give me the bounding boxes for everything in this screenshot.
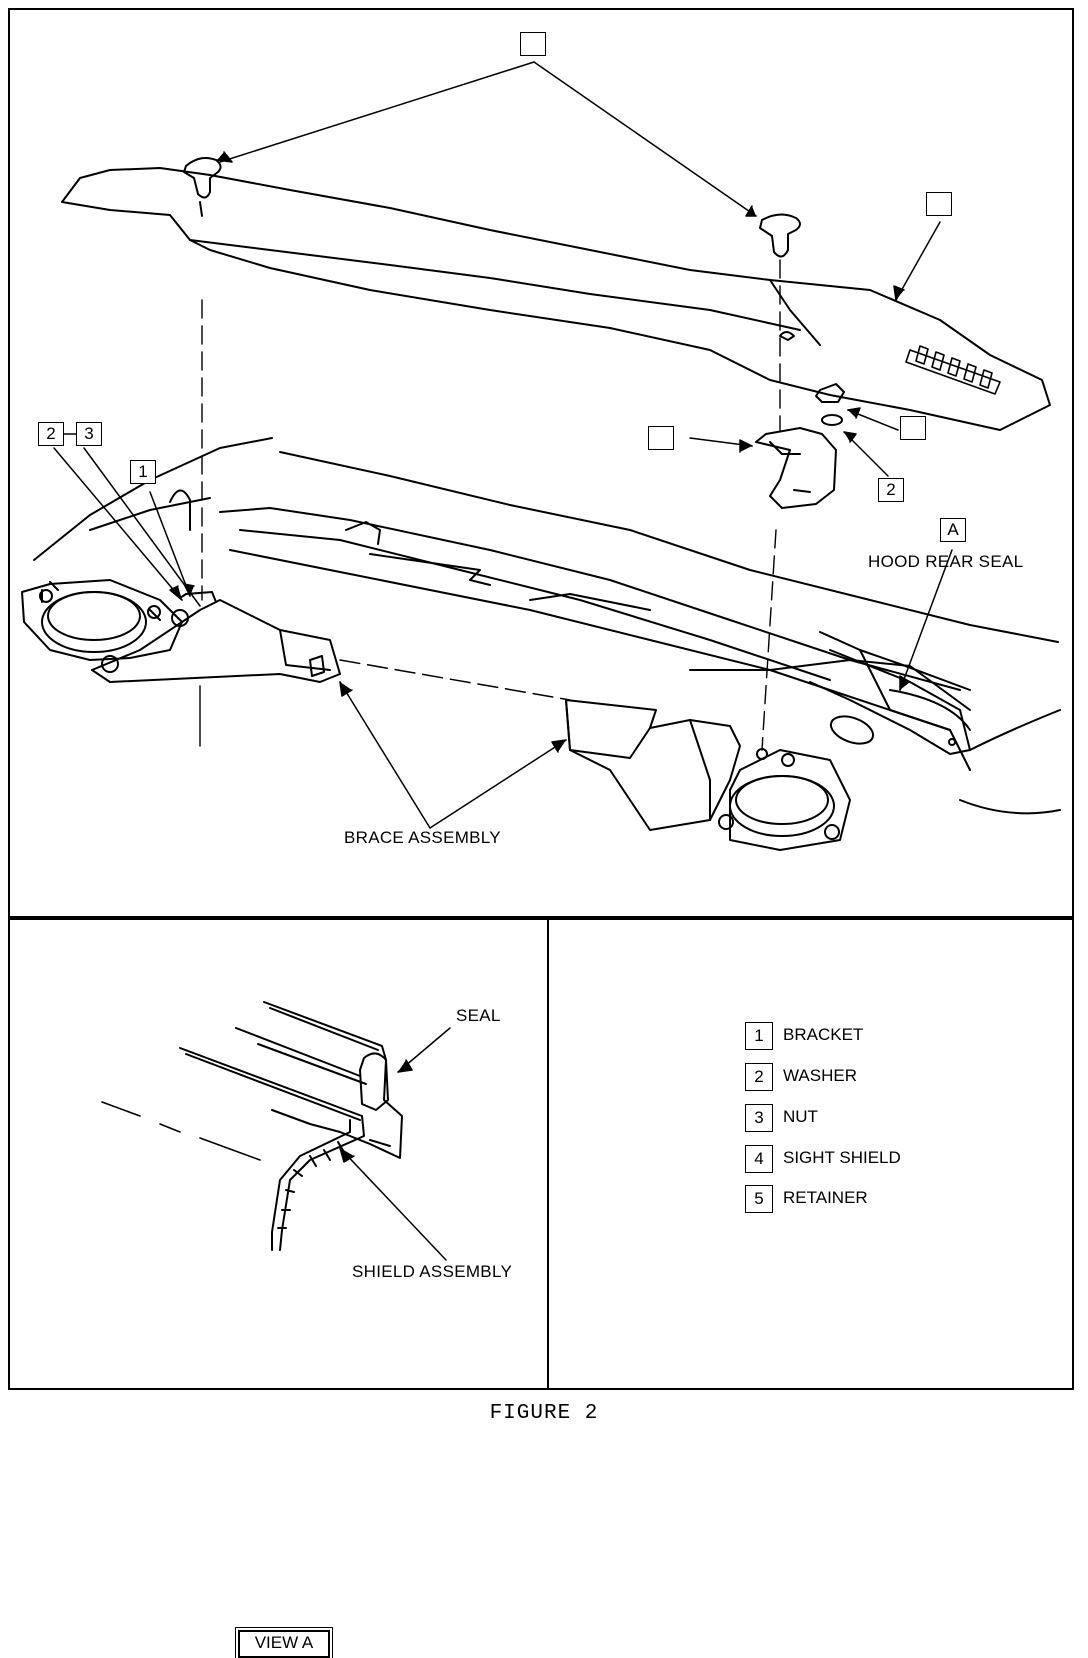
legend-name: SIGHT SHIELD xyxy=(783,1148,901,1167)
callout-nut-right xyxy=(900,416,926,440)
retainer-left xyxy=(183,157,222,217)
callout-sight-shield xyxy=(926,192,952,216)
cowl-panel xyxy=(33,437,1061,815)
callout-retainer xyxy=(520,32,546,56)
callout-washer-right: 2 xyxy=(878,478,904,502)
exploded-view-panel: 2 2 3 1 A HOOD REAR SEAL BRACE ASSEMBLY xyxy=(8,8,1074,918)
hood-rear-seal-label: HOOD REAR SEAL xyxy=(868,552,1024,571)
callout-washer-left: 2 xyxy=(38,422,64,446)
retainer-right xyxy=(759,213,801,341)
legend-name: WASHER xyxy=(783,1066,857,1085)
exploded-view-drawing xyxy=(21,61,1061,851)
brace-assembly-label: BRACE ASSEMBLY xyxy=(344,828,501,847)
legend-number: 5 xyxy=(745,1185,773,1213)
callout-bracket-left: 1 xyxy=(130,460,156,484)
shield-assembly-part xyxy=(271,1115,365,1251)
seal-part xyxy=(179,1001,403,1159)
legend-number: 1 xyxy=(745,1022,773,1050)
brace-assembly-right xyxy=(565,699,741,831)
figure-caption: FIGURE 2 xyxy=(489,1402,599,1425)
legend-name: RETAINER xyxy=(783,1188,868,1207)
legend-number: 2 xyxy=(745,1063,773,1091)
view-a-panel: SEAL SHIELD ASSEMBLY VIEW A xyxy=(8,918,549,1658)
legend-name: BRACKET xyxy=(783,1025,864,1044)
seal-label: SEAL xyxy=(456,1006,501,1025)
legend-number: 3 xyxy=(745,1104,773,1132)
nut-right-part xyxy=(815,383,845,403)
washer-right-part xyxy=(821,414,843,426)
callout-nut-left: 3 xyxy=(76,422,102,446)
legend-panel: 1 BRACKET 2 WASHER 3 NUT 4 SIGHT SHIELD … xyxy=(547,918,1074,1390)
sight-shield-part xyxy=(61,167,1051,431)
shield-assembly-label: SHIELD ASSEMBLY xyxy=(352,1262,513,1281)
view-a-title: VIEW A xyxy=(235,1627,333,1658)
hood-rear-seal-part xyxy=(809,649,971,755)
strut-tower-right xyxy=(718,748,851,851)
legend-name: NUT xyxy=(783,1107,818,1126)
view-a-drawing xyxy=(101,1001,451,1261)
brace-assembly-left xyxy=(91,591,341,747)
legend-number: 4 xyxy=(745,1145,773,1173)
bracket-right-part xyxy=(755,427,837,509)
strut-tower-left xyxy=(21,579,189,673)
callout-view-a: A xyxy=(940,518,966,542)
callout-bracket-right xyxy=(648,426,674,450)
